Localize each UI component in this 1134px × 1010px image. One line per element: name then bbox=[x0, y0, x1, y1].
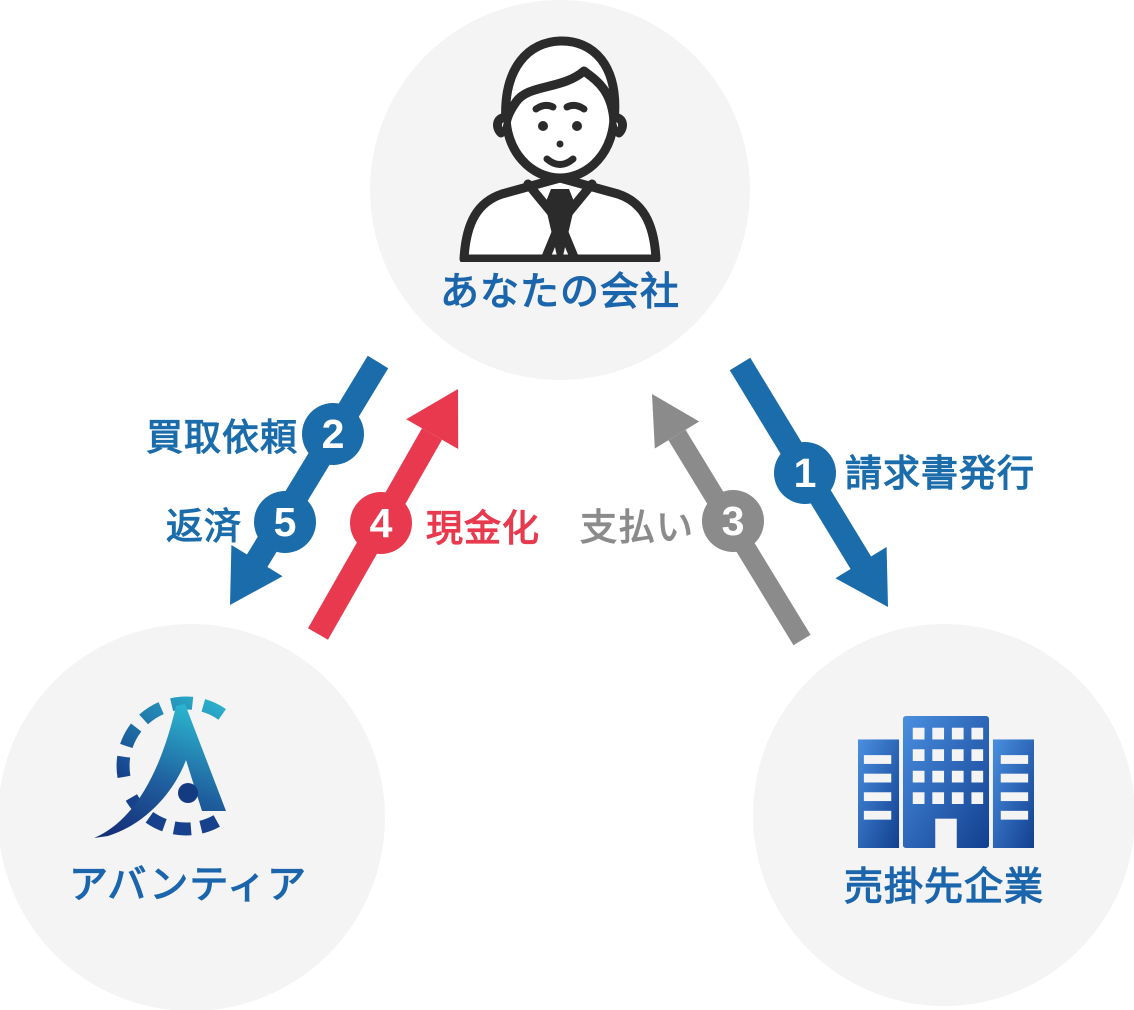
step-badge-1: 1 bbox=[774, 442, 836, 504]
step-label-cash: 現金化 bbox=[426, 508, 540, 549]
businessman-icon bbox=[459, 36, 661, 262]
avantia-logo bbox=[94, 696, 226, 838]
step-number: 1 bbox=[793, 449, 817, 496]
step-number: 4 bbox=[369, 499, 393, 546]
factoring-company-label: アバンティア bbox=[68, 864, 308, 907]
factoring-company-circle bbox=[0, 624, 385, 1010]
step-badge-4: 4 bbox=[350, 492, 412, 554]
step-badge-2: 2 bbox=[302, 403, 364, 465]
step-label-payment: 支払い bbox=[580, 507, 694, 548]
step-badge-3: 3 bbox=[702, 490, 764, 552]
step-number: 2 bbox=[321, 410, 345, 457]
company-label: あなたの会社 bbox=[439, 271, 681, 314]
step-label-repayment: 返済 bbox=[166, 506, 242, 547]
step-label-invoice: 請求書発行 bbox=[845, 453, 1035, 494]
step-badge-5: 5 bbox=[254, 491, 316, 553]
office-building-icon bbox=[858, 716, 1034, 848]
client-label: 売掛先企業 bbox=[843, 866, 1045, 909]
step-number: 5 bbox=[273, 498, 297, 545]
step-number: 3 bbox=[721, 497, 745, 544]
step-label-purchase-request: 買取依頼 bbox=[146, 417, 298, 458]
